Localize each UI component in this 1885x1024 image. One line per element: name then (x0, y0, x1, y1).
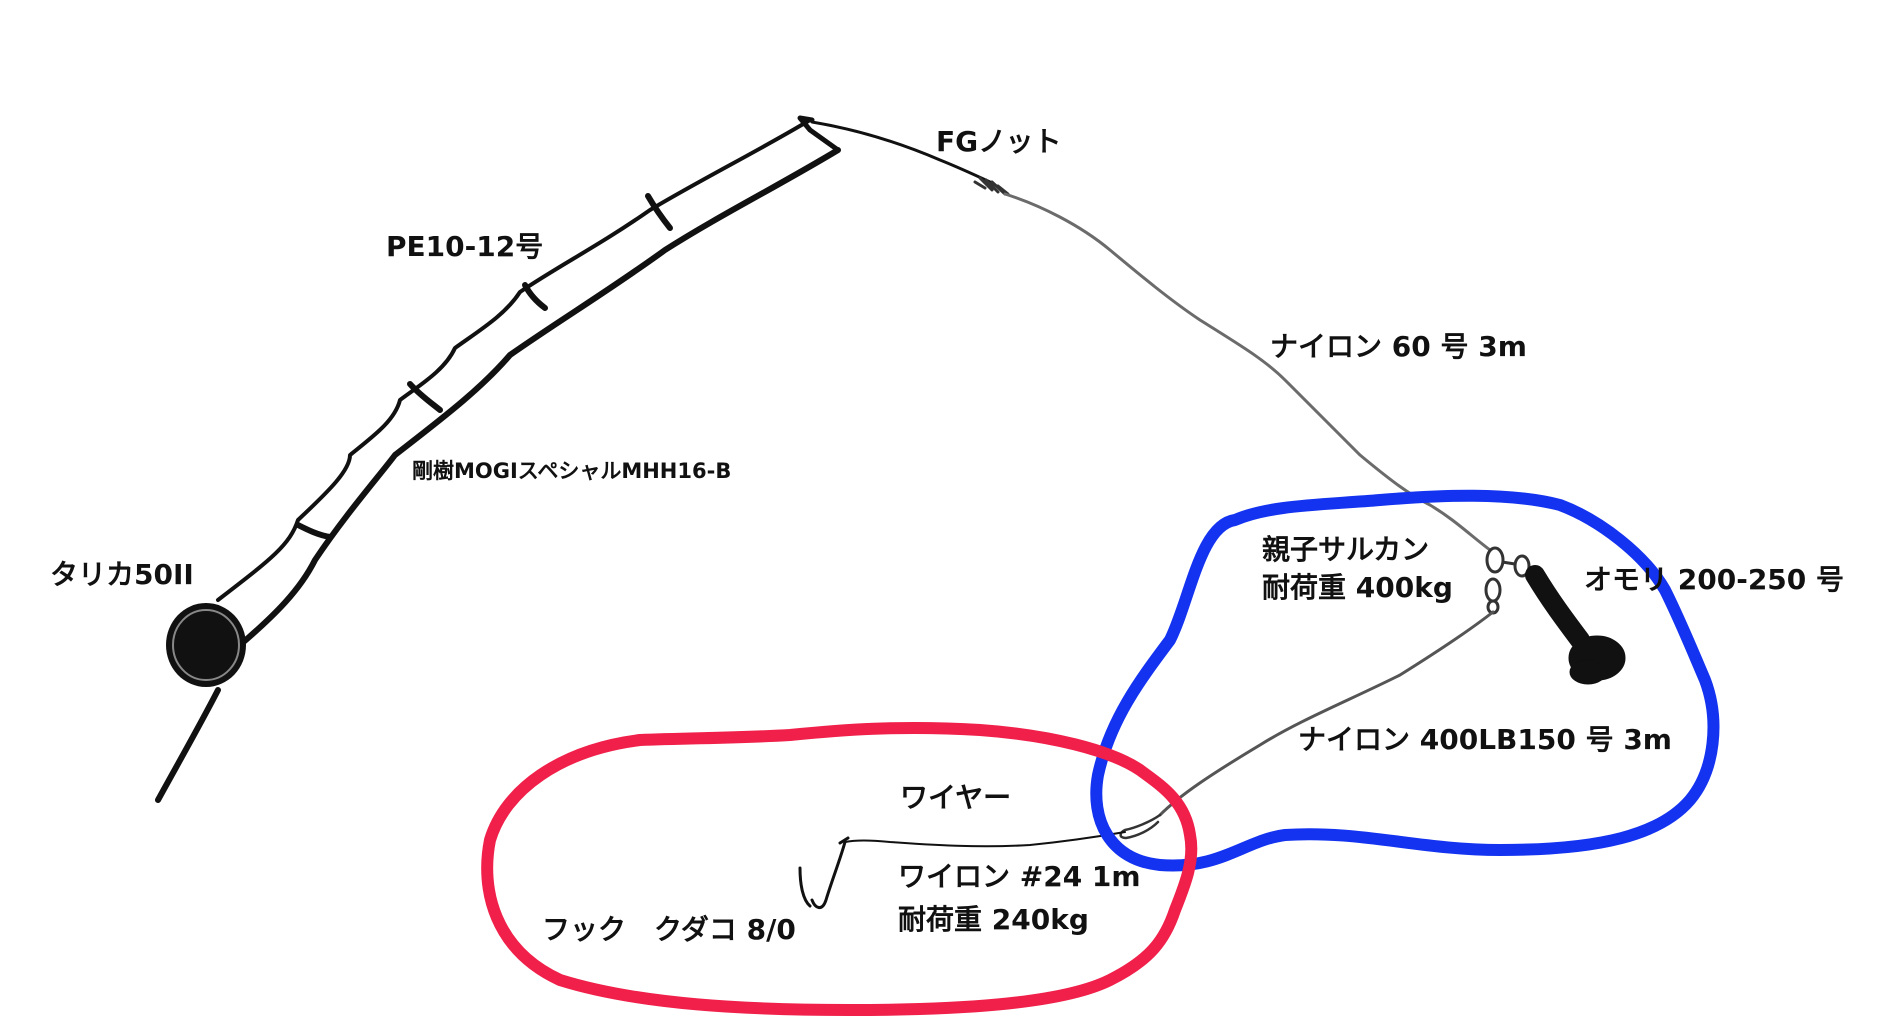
swivel-ring-side (1513, 554, 1531, 578)
fg-knot-wrap (973, 176, 1010, 196)
rod-label: 剛樹MOGIスペシャルMHH16-B (412, 459, 732, 483)
sinker-weight-bottom (1569, 659, 1607, 685)
rod-guide-4 (645, 193, 673, 231)
wire-leader-line (844, 831, 1126, 848)
hook-shank (810, 840, 847, 909)
main-line-pe (810, 120, 992, 184)
swivel-ring-top (1485, 546, 1505, 574)
red-highlight-circle (481, 721, 1198, 1016)
reel (166, 603, 246, 687)
reel-spool-ring (172, 609, 240, 681)
rod-guide-1 (295, 522, 333, 540)
fg-knot-icon (973, 176, 1010, 196)
sinker-stem (1525, 565, 1590, 650)
fg-knot-label: FGノット (936, 125, 1062, 158)
wire-junction-loop (1119, 813, 1162, 840)
sinker-icon (1525, 565, 1626, 685)
nylon-lower-line (1158, 610, 1495, 817)
hook-eye (838, 836, 850, 845)
rod-guide-3 (522, 282, 548, 311)
nylon-upper-line (1003, 192, 1492, 552)
wire-junction-icon (1119, 813, 1162, 840)
hook-icon (798, 836, 850, 909)
rod-butt (155, 687, 221, 803)
wire-label: ワイヤー (900, 781, 1012, 814)
main-line-label: PE10-12号 (386, 230, 544, 263)
swivel-icon (1484, 546, 1531, 615)
swivel-label-line1: 親子サルカン (1262, 533, 1430, 566)
rod-outer-edge (216, 118, 812, 602)
wire-spec-label-line1: ワイロン #24 1m (898, 860, 1141, 893)
reel-body (166, 603, 246, 687)
nylon-upper-label: ナイロン 60 号 3m (1270, 330, 1527, 363)
nylon-lower-label: ナイロン 400LB150 号 3m (1298, 723, 1672, 756)
sinker-label: オモリ 200-250 号 (1584, 563, 1845, 596)
reel-label: タリカ50II (50, 558, 194, 591)
hook-label: フック クダコ 8/0 (542, 913, 796, 946)
swivel-ring-bottom (1484, 577, 1502, 603)
rod-inner-edge (237, 147, 841, 648)
swivel-label-line2: 耐荷重 400kg (1262, 571, 1453, 604)
swivel-link (1501, 560, 1516, 566)
rod-guide-2 (407, 381, 443, 413)
wire-spec-label-line2: 耐荷重 240kg (898, 903, 1089, 936)
rod-tip (797, 115, 841, 153)
hook-point (798, 866, 812, 908)
fishing-rod (155, 115, 841, 803)
